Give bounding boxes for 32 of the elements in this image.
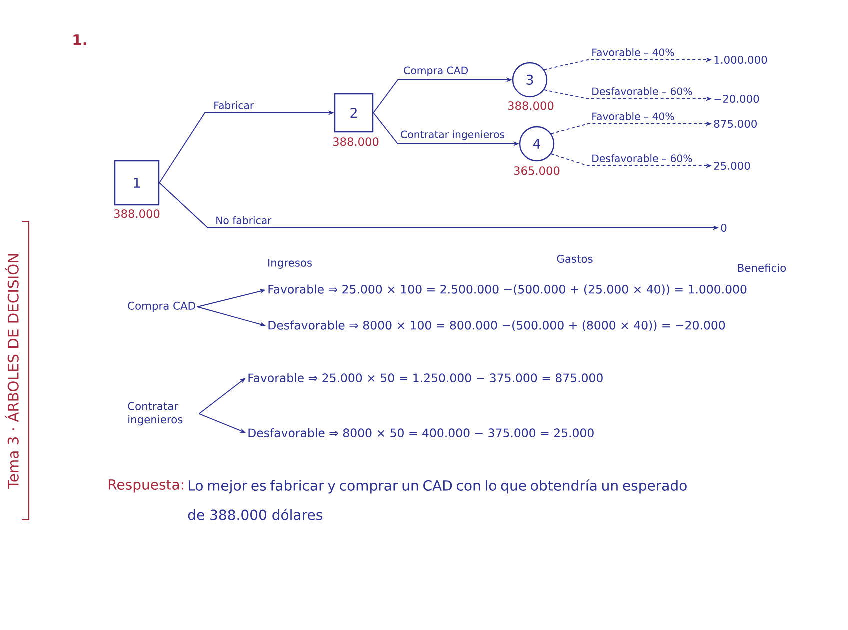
value-note: 365.000 [514, 166, 560, 176]
edge-label: Favorable – 40% [590, 111, 676, 122]
outcome-value: 0 [721, 224, 727, 232]
edge-label: Favorable – 40% [590, 47, 676, 58]
value-note: 388.000 [114, 210, 160, 218]
option-text: Contratar ingenieros [128, 402, 183, 426]
edge-label: Compra CAD [402, 65, 470, 78]
outcome-value: 25.000 [714, 162, 750, 170]
option-text: Compra CAD [128, 302, 196, 312]
outcome-value: −20.000 [714, 94, 760, 104]
column-heading: Beneficio [738, 264, 786, 272]
decision-square: 2 [334, 93, 374, 133]
value-note: 388.000 [333, 138, 379, 146]
value-note: 388.000 [508, 102, 554, 110]
edge-label: No fabricar [214, 215, 274, 226]
calculation-text: Desfavorable ⇒ 8000 × 100 = 800.000 −(500.000 + (8000 × 40)) = −20.000 [268, 320, 726, 332]
edge-label: Contratar ingenieros [399, 129, 506, 142]
edge-label: Desfavorable – 60% [590, 86, 694, 97]
column-heading: Gastos [557, 254, 593, 264]
edge-label: Desfavorable – 60% [590, 153, 694, 164]
question-number: 1. [74, 34, 86, 46]
side-heading: Tema 3 · ÁRBOLES DE DECISIÓN [5, 254, 19, 490]
answer-text: Lo mejor es fabricar y comprar un CAD con lo que obtendría un esperado de 388.000 dólares [188, 480, 687, 520]
outcome-value: 875.000 [714, 120, 757, 128]
answer-label: Respuesta: [109, 480, 184, 493]
calculation-text: Favorable ⇒ 25.000 × 50 = 1.250.000 − 375.000 = 875.000 [248, 373, 603, 383]
decision-square: 1 [114, 160, 160, 206]
calculation-text: Favorable ⇒ 25.000 × 100 = 2.500.000 −(500.000 + (25.000 × 40)) = 1.000.000 [268, 284, 747, 296]
outcome-value: 1.000.000 [714, 56, 768, 64]
calculation-text: Desfavorable ⇒ 8000 × 50 = 400.000 − 375.000 = 25.000 [248, 428, 594, 438]
column-heading: Ingresos [268, 259, 312, 269]
edge-label: Fabricar [212, 100, 256, 111]
